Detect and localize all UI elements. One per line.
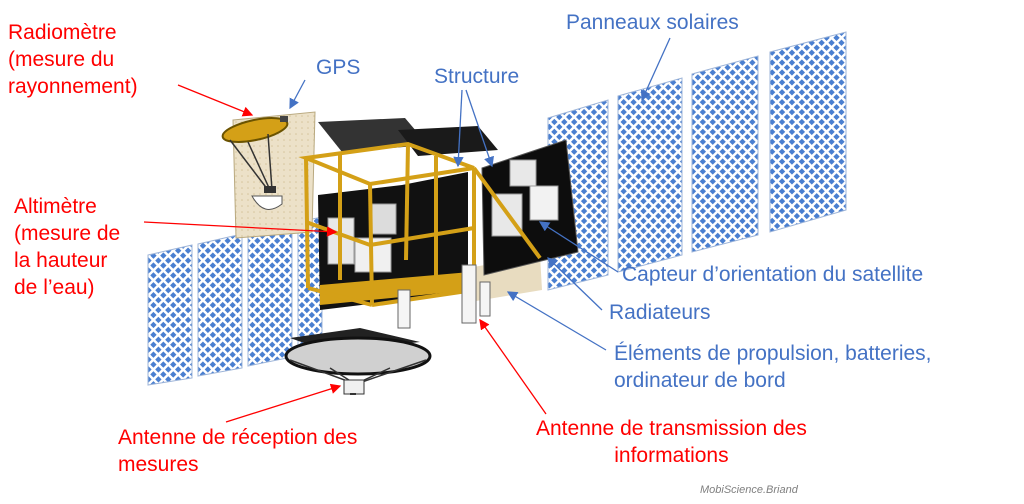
solar-panel-r2 <box>617 77 683 273</box>
label-radiometre-line3: rayonnement) <box>8 75 138 98</box>
solar-panel-l2 <box>197 233 243 377</box>
label-antenne-reception-line2: mesures <box>118 453 199 476</box>
label-antenne-transmission: Antenne de transmission des informations <box>536 415 807 469</box>
label-altimetre-line1: Altimètre <box>14 195 97 218</box>
gps-panel <box>232 111 316 239</box>
label-altimetre-line4: de l’eau) <box>14 276 95 299</box>
solar-panel-r3 <box>691 55 759 253</box>
label-radiometre-line2: (mesure du <box>8 48 115 71</box>
reception-antenna <box>284 328 432 395</box>
reception-antenna-dish <box>284 336 432 376</box>
credit-text: MobiScience.Briand <box>700 484 798 496</box>
label-altimetre-line2: (mesure de <box>14 222 121 245</box>
label-antenne-transmission-line1: Antenne de transmission des <box>536 417 807 440</box>
right-solar-array <box>547 31 847 291</box>
label-elements-line1: Éléments de propulsion, batteries, <box>614 342 932 365</box>
radiometer-dish <box>221 117 289 143</box>
label-altimetre-line3: la hauteur <box>14 249 108 272</box>
label-radiometre-line1: Radiomètre <box>8 21 117 44</box>
label-structure: Structure <box>434 65 520 88</box>
red-pointers <box>143 84 547 423</box>
label-elements: Éléments de propulsion, batteries, ordin… <box>614 340 932 394</box>
label-antenne-reception-line1: Antenne de réception des <box>118 426 358 449</box>
label-antenne-transmission-line2: informations <box>614 444 729 467</box>
solar-panel-l3 <box>247 223 293 367</box>
solar-panel-l1 <box>147 244 193 386</box>
label-radiometre: Radiomètre (mesure du rayonnement) <box>8 19 138 100</box>
altimeter-box-3 <box>371 203 397 235</box>
label-capteur: Capteur d’orientation du satellite <box>622 263 924 286</box>
label-radiateurs: Radiateurs <box>609 301 711 324</box>
label-altimetre: Altimètre (mesure de la hauteur de l’eau… <box>14 193 120 301</box>
radiometer <box>221 116 289 210</box>
label-elements-line2: ordinateur de bord <box>614 369 786 392</box>
solar-panel-r4 <box>769 31 847 233</box>
propulsion-elements <box>397 264 491 329</box>
label-panneaux-solaires: Panneaux solaires <box>566 11 739 34</box>
sensor-box-3 <box>529 185 559 221</box>
left-solar-array <box>147 216 323 386</box>
label-gps: GPS <box>316 56 361 79</box>
sensor-box-1 <box>509 159 537 187</box>
label-antenne-reception: Antenne de réception des mesures <box>118 424 357 478</box>
blue-pointers <box>289 37 671 351</box>
